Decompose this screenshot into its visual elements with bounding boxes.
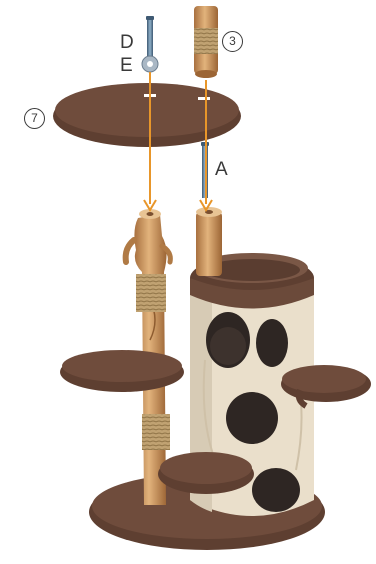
platform-7-icon — [53, 83, 241, 147]
left-middle-platform — [60, 350, 184, 392]
sisal-wrap-lower — [142, 414, 170, 450]
sisal-wrap-upper — [136, 274, 166, 312]
label-bolt-d: D — [120, 33, 134, 52]
bolt-d-icon — [146, 16, 154, 58]
washer-e-icon — [142, 56, 158, 72]
post-3-icon — [194, 6, 218, 78]
right-wood-post — [196, 207, 222, 276]
tube-hole-middle — [226, 392, 278, 444]
label-bolt-a: A — [215, 160, 228, 179]
label-platform-7: 7 — [24, 108, 45, 129]
lower-front-platform — [158, 452, 254, 494]
label-washer-e: E — [120, 56, 133, 75]
tube-hole-bottom — [252, 468, 300, 512]
label-post-3: 3 — [222, 31, 243, 52]
tube-hole-side — [256, 319, 288, 367]
